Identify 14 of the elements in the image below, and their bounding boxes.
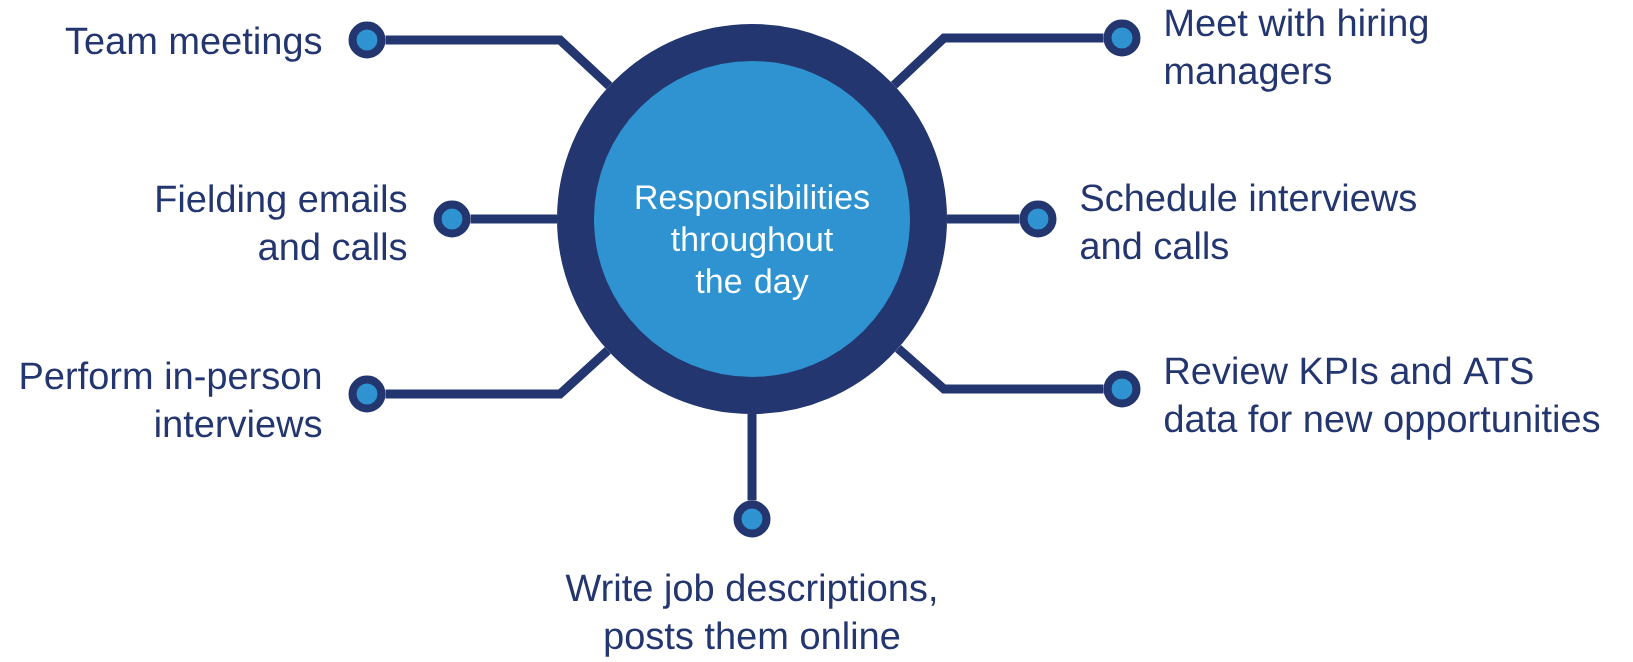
connector-line xyxy=(947,214,1020,224)
item-label: Fielding emails and calls xyxy=(157,184,407,261)
connector-line xyxy=(895,344,1104,394)
connector-line xyxy=(890,33,1104,89)
item-label: Write job descriptions, posts them online xyxy=(565,573,936,657)
connector-line xyxy=(470,214,557,224)
item-label: Schedule interviews and calls xyxy=(1081,183,1416,260)
connector-line xyxy=(385,347,611,399)
item-label: Perform in-person interviews xyxy=(21,361,322,438)
item-label: Review KPIs and ATS data for new opportunities xyxy=(1165,356,1600,440)
connector-line xyxy=(385,35,613,90)
item-label: Meet with hiring managers xyxy=(1165,8,1427,92)
connector-line xyxy=(747,414,757,501)
item-label: Team meetings xyxy=(65,26,322,62)
